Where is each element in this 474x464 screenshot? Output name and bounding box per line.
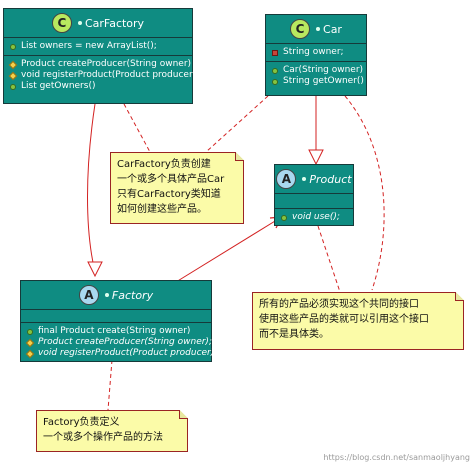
- note-line: 使用这些产品的类就可以引用这个接口: [259, 314, 429, 325]
- public-method-icon: [27, 328, 33, 335]
- class-product-methods: void use();: [275, 209, 353, 226]
- method-text: List getOwners(): [21, 81, 96, 91]
- method-text: String getOwner(): [283, 76, 364, 86]
- class-name: Car: [323, 22, 342, 36]
- method-text: void registerProduct(Product producer): [21, 70, 197, 80]
- class-factory-methods: final Product create(String owner) Produ…: [21, 323, 217, 362]
- visibility-dot-icon: [302, 177, 307, 181]
- class-car[interactable]: C Car String owner; Car(String owner) St…: [265, 14, 367, 96]
- method-text: final Product create(String owner): [38, 326, 191, 336]
- class-badge-icon: C: [51, 13, 72, 33]
- class-carfactory-header: C CarFactory: [4, 9, 192, 38]
- note-line: Factory负责定义: [43, 417, 120, 428]
- method-row: final Product create(String owner): [27, 326, 205, 337]
- public-method-icon: [281, 214, 287, 221]
- car-note-connector: [205, 95, 269, 153]
- method-row: String getOwner(): [272, 76, 364, 87]
- abstract-badge-icon: A: [78, 285, 99, 305]
- class-product-header: A Product: [275, 165, 353, 194]
- note-product: 所有的产品必须实现这个共同的接口 使用这些产品的类就可以引用这个接口 而不是具体…: [252, 292, 464, 350]
- class-factory[interactable]: A Factory final Product create(String ow…: [20, 280, 217, 362]
- class-factory-header: A Factory: [21, 281, 211, 310]
- factory-uses-product-line: [175, 217, 281, 283]
- method-text: Car(String owner): [283, 65, 364, 75]
- field-row: String owner;: [272, 47, 360, 58]
- class-name: CarFactory: [84, 16, 145, 30]
- method-row: void registerProduct(Product producer);: [25, 348, 217, 359]
- carfactory-extends-factory-arrowhead: [87, 261, 103, 278]
- note-line: 而不是具体类。: [259, 329, 329, 340]
- protected-method-icon: [25, 338, 35, 347]
- protected-method-icon: [25, 349, 35, 358]
- class-car-header: C Car: [266, 15, 366, 44]
- class-car-fields: String owner;: [266, 44, 366, 62]
- field-row: List owners = new ArrayList();: [10, 41, 186, 52]
- product-note-connector: [317, 225, 341, 293]
- private-field-icon: [272, 49, 278, 56]
- method-row: void use();: [281, 212, 347, 223]
- public-field-icon: [10, 43, 16, 50]
- method-row: List getOwners(): [10, 81, 186, 92]
- class-product-fields: [275, 194, 353, 209]
- method-row: Product createProducer(String owner): [8, 59, 191, 70]
- class-car-methods: Car(String owner) String getOwner(): [266, 62, 366, 90]
- method-row: void registerProduct(Product producer): [8, 70, 196, 81]
- method-text: Product createProducer(String owner): [21, 59, 192, 69]
- class-carfactory-fields: List owners = new ArrayList();: [4, 38, 192, 56]
- note-line: 一个或多个具体产品Car: [117, 174, 225, 185]
- class-badge-icon: C: [290, 19, 311, 39]
- method-row: Car(String owner): [272, 65, 364, 76]
- field-text: List owners = new ArrayList();: [21, 41, 157, 51]
- public-method-icon: [272, 78, 278, 85]
- carfactory-extends-factory-line: [87, 103, 96, 273]
- class-product[interactable]: A Product void use();: [274, 164, 354, 226]
- note-line: 所有的产品必须实现这个共同的接口: [259, 299, 419, 310]
- visibility-dot-icon: [316, 27, 321, 31]
- carfactory-note-connector: [123, 103, 151, 153]
- public-method-icon: [272, 67, 278, 74]
- note-carfactory: CarFactory负责创建 一个或多个具体产品Car 只有CarFactory…: [110, 152, 244, 224]
- method-text: Product createProducer(String owner);: [38, 337, 212, 347]
- note-line: 如何创建这些产品。: [117, 204, 207, 215]
- class-carfactory-methods: Product createProducer(String owner) voi…: [4, 56, 196, 95]
- watermark-url: https://blog.csdn.net/sanmaoljhyang: [323, 453, 470, 462]
- protected-method-icon: [8, 60, 18, 69]
- field-text: String owner;: [283, 47, 344, 57]
- car-extends-product-arrowhead: [308, 149, 324, 166]
- note-line: 只有CarFactory类知道: [117, 189, 221, 200]
- method-text: void registerProduct(Product producer);: [38, 348, 218, 358]
- class-name: Product: [309, 172, 352, 186]
- protected-method-icon: [8, 71, 18, 80]
- class-factory-fields: [21, 310, 211, 323]
- note-factory: Factory负责定义 一个或多个操作产品的方法: [36, 410, 188, 452]
- public-method-icon: [10, 83, 16, 90]
- method-text: void use();: [292, 212, 340, 222]
- note-line: CarFactory负责创建: [117, 159, 211, 170]
- class-name: Factory: [111, 288, 154, 302]
- visibility-dot-icon: [104, 293, 109, 297]
- abstract-badge-icon: A: [276, 169, 297, 189]
- class-carfactory[interactable]: C CarFactory List owners = new ArrayList…: [3, 8, 196, 104]
- method-row: Product createProducer(String owner);: [25, 337, 212, 348]
- factory-note-connector: [107, 359, 113, 411]
- note-line: 一个或多个操作产品的方法: [43, 432, 163, 443]
- visibility-dot-icon: [77, 21, 82, 25]
